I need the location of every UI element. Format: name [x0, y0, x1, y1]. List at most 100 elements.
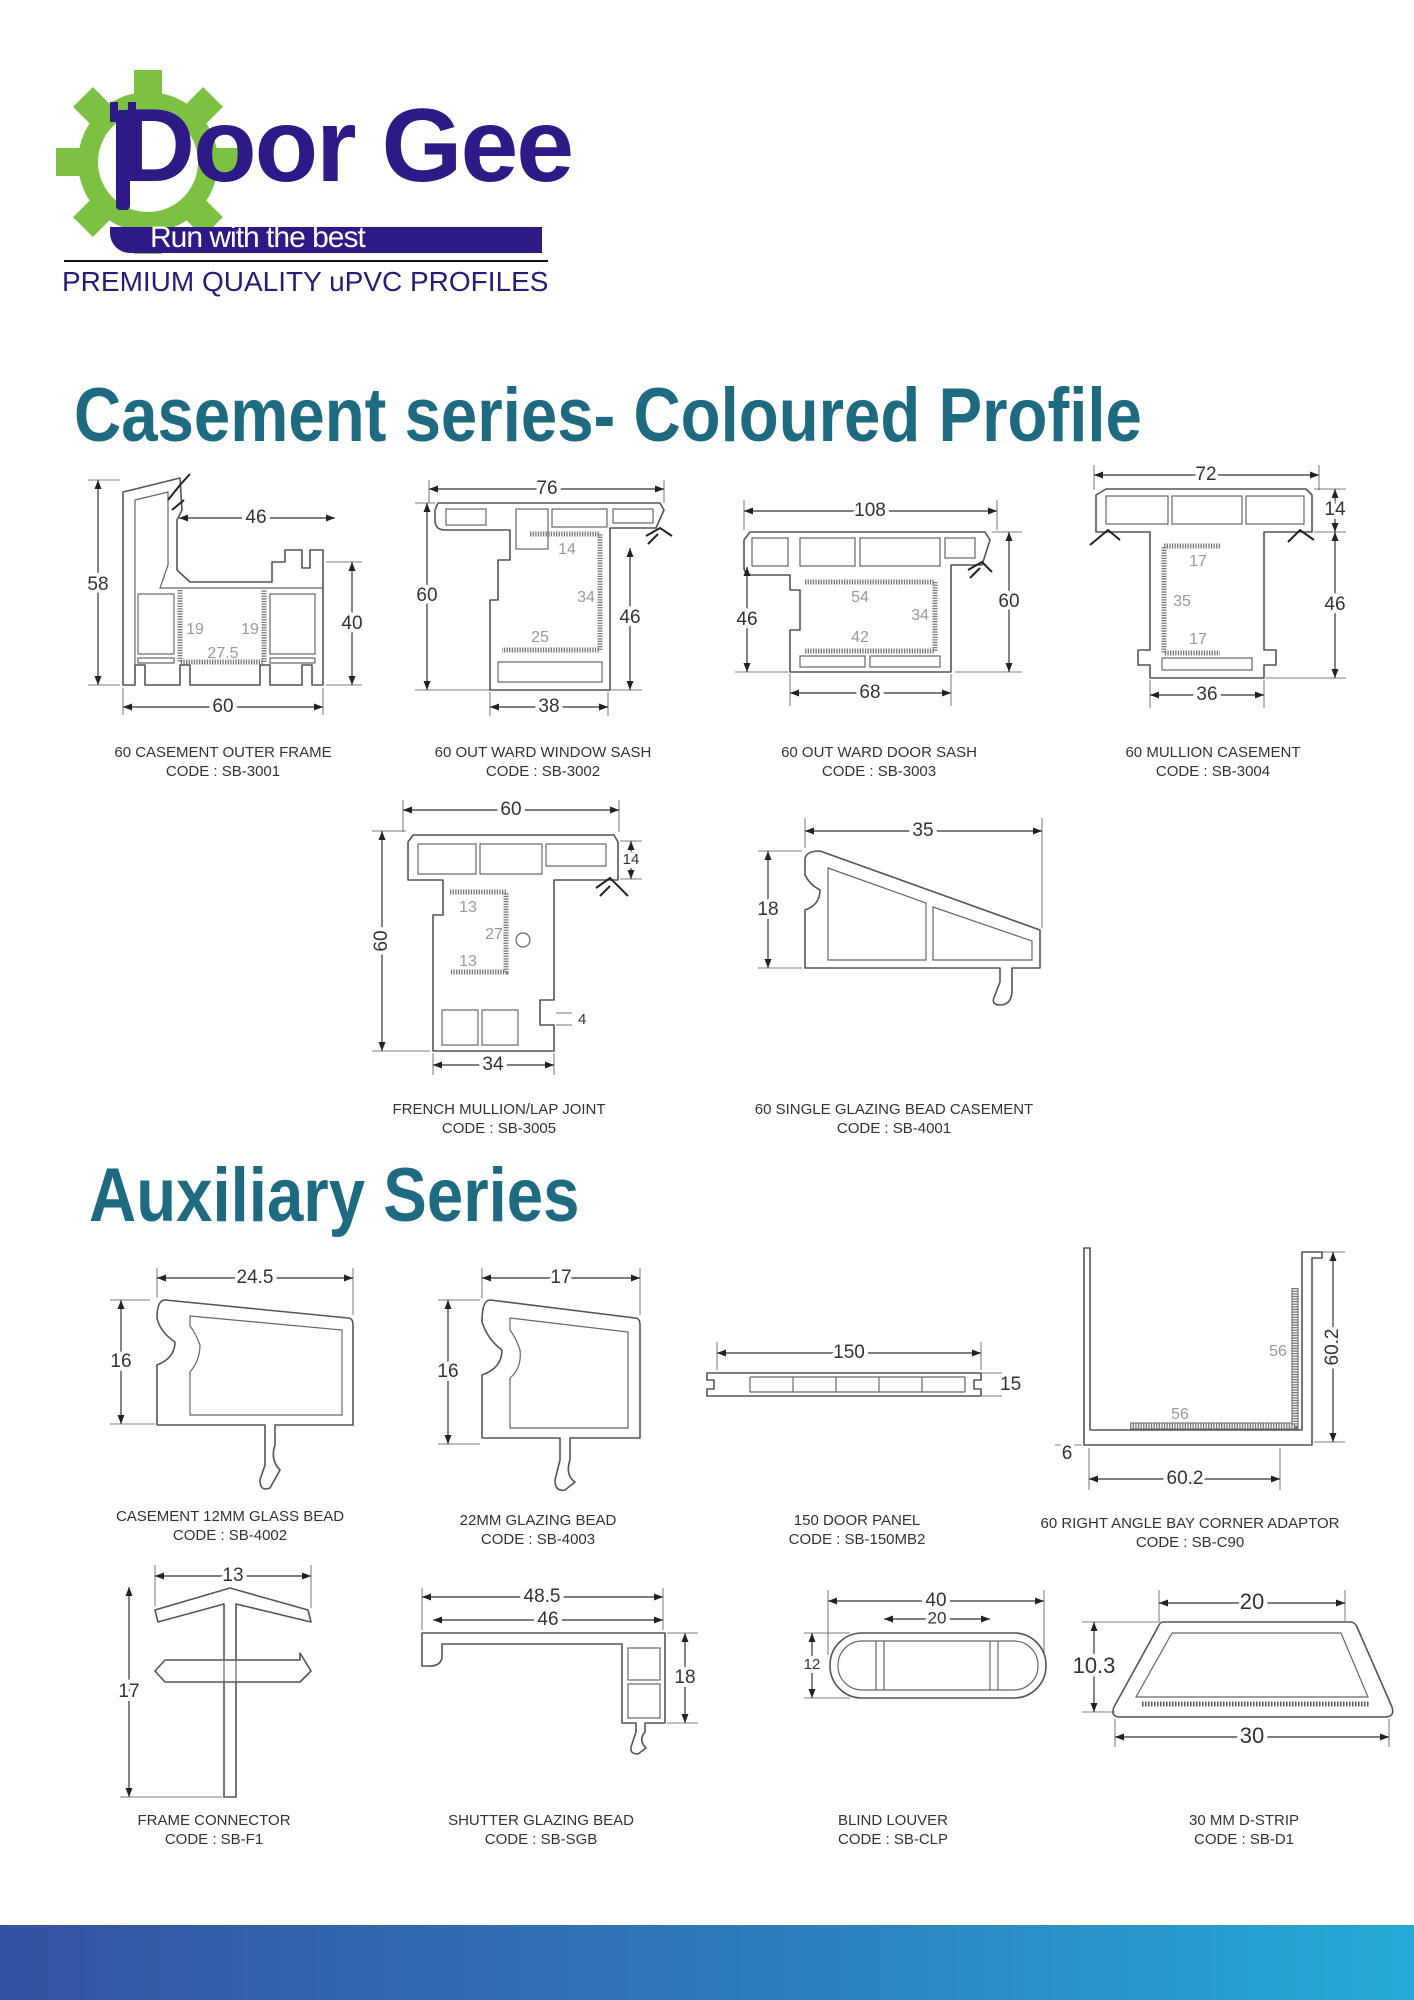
dim-label: 16 — [110, 1351, 131, 1372]
arrowhead — [1271, 1475, 1280, 1483]
inner-dim: 54 — [851, 589, 869, 606]
arrowhead — [155, 1572, 164, 1580]
profile-drawing-sb-3001: 19 19 27.5 58 46 40 60 — [83, 473, 367, 721]
arrowhead — [717, 1349, 726, 1357]
profile-drawing-sb-d1: 20 10.3 30 — [1069, 1585, 1394, 1752]
dim-label: 60.2 — [1167, 1468, 1204, 1489]
section-title-auxiliary: Auxiliary Series — [89, 1153, 580, 1238]
arrowhead — [1005, 532, 1013, 541]
arrowhead — [429, 485, 438, 493]
dim-label: 12 — [804, 1656, 821, 1673]
arrowhead — [744, 507, 753, 515]
arrowhead — [627, 841, 635, 850]
arrowhead — [743, 663, 751, 672]
dim-label: 16 — [437, 1361, 458, 1382]
profile-name: 60 SINGLE GLAZING BEAD CASEMENT — [754, 1101, 1034, 1118]
arrowhead — [808, 1633, 816, 1642]
inner-dim: 19 — [241, 621, 259, 638]
arrowhead — [884, 1615, 893, 1623]
arrowhead — [654, 1593, 663, 1601]
arrowhead — [326, 514, 335, 522]
arrowhead — [123, 703, 132, 711]
arrowhead — [1150, 691, 1159, 699]
arrowhead — [1005, 663, 1013, 672]
arrowhead — [681, 1633, 689, 1642]
arrowhead — [655, 485, 664, 493]
arrowhead — [1336, 1599, 1345, 1607]
arrowhead — [314, 703, 323, 711]
arrowhead — [764, 959, 772, 968]
arrowhead — [1331, 523, 1339, 532]
profile-drawing-sb-150mb2: 150 15 — [706, 1338, 1025, 1399]
arrowhead — [599, 703, 608, 711]
arrowhead — [545, 1061, 554, 1069]
brand-name: Door Gee — [120, 94, 574, 198]
dim-label: 38 — [538, 696, 559, 717]
dim-label: 46 — [1324, 594, 1345, 615]
arrowhead — [1329, 1252, 1337, 1261]
profile-name: FRENCH MULLION/LAP JOINT — [392, 1101, 606, 1118]
inner-dim: 56 — [1269, 1343, 1287, 1360]
dim-label: 4 — [578, 1011, 586, 1028]
arrowhead — [626, 681, 634, 690]
arrowhead — [378, 1042, 386, 1051]
arrowhead — [1329, 1433, 1337, 1442]
dim-label: 18 — [674, 1667, 695, 1688]
arrowhead — [125, 1587, 133, 1596]
arrowhead — [610, 806, 619, 814]
tagline-banner: Run with the best — [110, 223, 542, 253]
dim-label: 60 — [371, 930, 392, 951]
inner-dim: 56 — [1171, 1406, 1189, 1423]
dim-label: 34 — [482, 1054, 504, 1075]
dim-label: 30 — [1240, 1723, 1264, 1748]
profile-code: CODE : SB-CLP — [837, 1831, 949, 1848]
inner-dim: 25 — [531, 629, 549, 646]
dim-label: 17 — [118, 1681, 139, 1702]
profile-drawing-sb-3004: 17 35 17 72 14 46 36 — [1089, 460, 1350, 709]
arrowhead — [444, 1435, 452, 1444]
arrowhead — [433, 1061, 442, 1069]
arrowhead — [117, 1415, 125, 1424]
dim-label: 76 — [536, 478, 557, 499]
profile-code: CODE : SB-4002 — [172, 1527, 288, 1544]
arrowhead — [1380, 1733, 1389, 1741]
profile-code: CODE : SB-3001 — [165, 763, 281, 780]
profile-drawing-sb-f1: 13 17 — [114, 1561, 312, 1798]
tagline: Run with the best — [150, 221, 366, 254]
arrowhead — [1035, 1597, 1044, 1605]
arrowhead — [681, 1714, 689, 1723]
arrowhead — [348, 562, 356, 571]
arrowhead — [423, 681, 431, 690]
dim-label: 14 — [623, 851, 640, 868]
arrowhead — [179, 514, 188, 522]
profile-name: FRAME CONNECTOR — [137, 1812, 291, 1829]
inner-dim: 13 — [459, 899, 477, 916]
profile-name: CASEMENT 12MM GLASS BEAD — [115, 1508, 345, 1525]
dim-label: 60 — [212, 696, 233, 717]
arrowhead — [828, 1597, 837, 1605]
dim-label: 13 — [222, 1565, 243, 1586]
dim-label: 46 — [537, 1609, 558, 1630]
arrowhead — [808, 1689, 816, 1698]
profile-name: 60 OUT WARD WINDOW SASH — [434, 744, 652, 761]
footer-gradient-bar — [0, 1925, 1414, 2000]
arrowhead — [157, 1274, 166, 1282]
arrowhead — [1090, 1622, 1098, 1631]
dim-label: 20 — [1240, 1589, 1264, 1614]
arrowhead — [1331, 489, 1339, 498]
arrowhead — [482, 1274, 491, 1282]
profile-code: CODE : SB-3002 — [485, 763, 601, 780]
arrowhead — [631, 1274, 640, 1282]
arrowhead — [972, 1349, 981, 1357]
inner-dim: 27 — [485, 926, 503, 943]
inner-dim: 17 — [1189, 631, 1207, 648]
arrowhead — [1090, 1703, 1098, 1712]
arrowhead — [94, 480, 102, 489]
arrowhead — [1331, 669, 1339, 678]
arrowhead — [117, 1300, 125, 1309]
arrowhead — [422, 1593, 431, 1601]
